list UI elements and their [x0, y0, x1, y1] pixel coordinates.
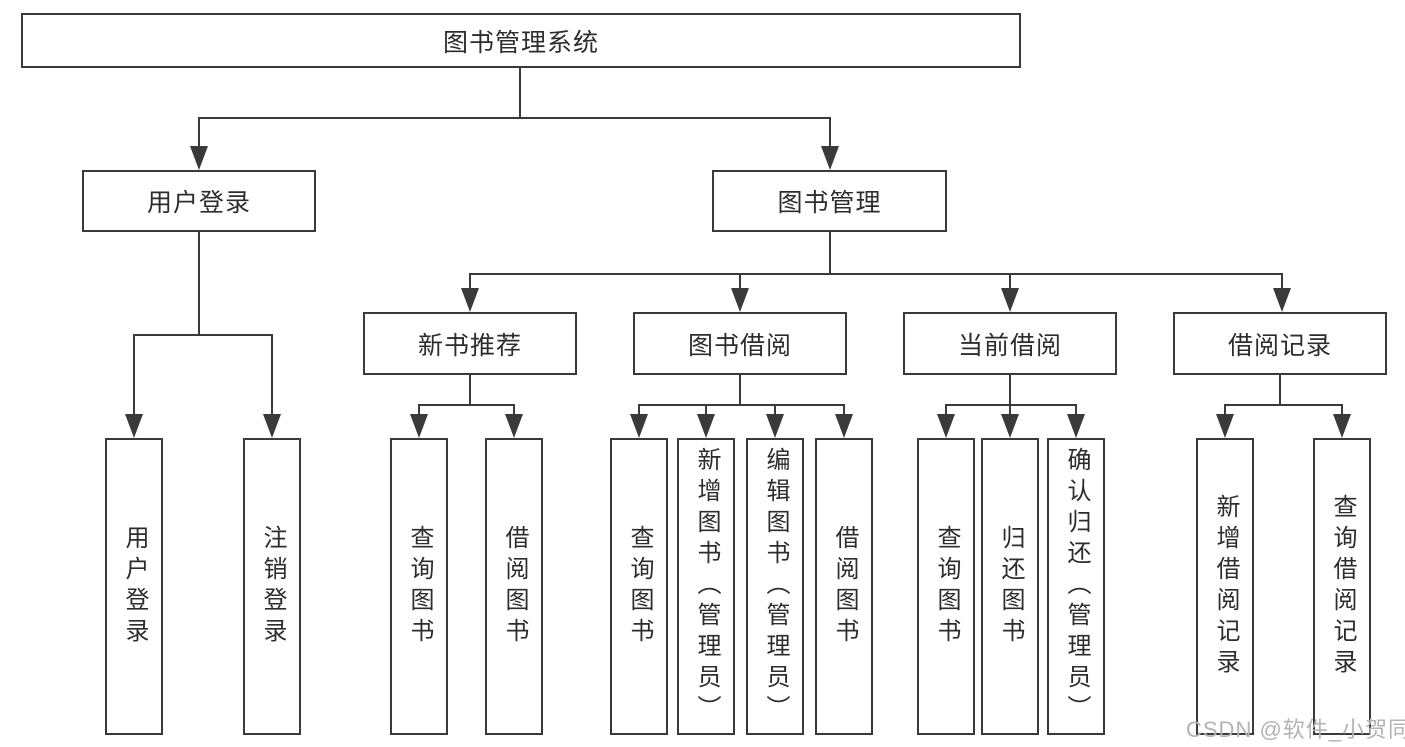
- node-current-borrowing: 当前借阅: [903, 312, 1117, 375]
- connector-stem-query-books-recommend: [418, 404, 420, 415]
- node-borrowing-records: 借阅记录: [1173, 312, 1387, 375]
- node-book-borrowing: 图书借阅: [633, 312, 847, 375]
- connector-stem-current-borrowing: [1009, 273, 1011, 290]
- connector-stem-book-management: [829, 117, 831, 148]
- node-leaf-add-borrow-record: 新增借阅记录: [1196, 438, 1254, 735]
- node-leaf-edit-books-admin-label: 编辑图书（管理员）: [762, 447, 789, 726]
- node-new-book-recommend: 新书推荐: [363, 312, 577, 375]
- node-user-login-label: 用户登录: [146, 189, 251, 217]
- arrowhead-add-books-admin: [697, 414, 715, 438]
- node-leaf-add-borrow-record-label: 新增借阅记录: [1212, 493, 1239, 680]
- connector-current-split: [945, 404, 1077, 406]
- connector-stem-add-borrow-record: [1224, 404, 1226, 415]
- connector-stem-edit-books-admin: [774, 404, 776, 415]
- connector-book-management-stem: [829, 232, 831, 275]
- arrowhead-user-login: [190, 146, 208, 170]
- node-leaf-confirm-return-admin-label: 确认归还（管理员）: [1063, 447, 1090, 726]
- node-leaf-query-books-borrowing: 查询图书: [610, 438, 668, 735]
- connector-records-split: [1224, 404, 1343, 406]
- connector-stem-user-login-leaf: [133, 334, 135, 415]
- arrowhead-borrowing-records: [1273, 288, 1291, 312]
- connector-stem-logout: [271, 334, 273, 415]
- node-leaf-add-books-admin-label: 新增图书（管理员）: [693, 447, 720, 726]
- connector-stem-query-books-current: [945, 404, 947, 415]
- connector-stem-borrow-books-borrowing: [843, 404, 845, 415]
- connector-recommend-stem: [469, 375, 471, 406]
- arrowhead-query-borrow-record: [1333, 414, 1351, 438]
- connector-records-stem: [1279, 375, 1281, 406]
- node-leaf-borrow-books-recommend-label: 借阅图书: [501, 524, 528, 649]
- node-book-borrowing-label: 图书借阅: [687, 331, 792, 360]
- arrowhead-book-management: [821, 146, 839, 170]
- node-leaf-logout-label: 注销登录: [259, 524, 286, 649]
- connector-stem-book-borrowing: [739, 273, 741, 290]
- arrowhead-logout: [263, 414, 281, 438]
- connector-stem-query-borrow-record: [1341, 404, 1343, 415]
- node-leaf-user-login-label: 用户登录: [121, 524, 148, 649]
- node-leaf-query-books-recommend: 查询图书: [390, 438, 448, 735]
- arrowhead-new-book-recommend: [461, 288, 479, 312]
- connector-root-split: [198, 117, 831, 119]
- connector-current-stem: [1009, 375, 1011, 406]
- connector-root-stem: [519, 68, 521, 118]
- arrowhead-borrow-books-recommend: [505, 414, 523, 438]
- node-leaf-query-books-recommend-label: 查询图书: [406, 524, 433, 649]
- connector-book-management-split: [469, 273, 1283, 275]
- arrowhead-query-books-current: [937, 414, 955, 438]
- node-leaf-query-borrow-record-label: 查询借阅记录: [1329, 493, 1356, 680]
- arrowhead-return-books: [1001, 414, 1019, 438]
- node-leaf-edit-books-admin: 编辑图书（管理员）: [746, 438, 804, 735]
- connector-borrowing-split: [638, 404, 845, 406]
- connector-stem-borrow-books-recommend: [513, 404, 515, 415]
- arrowhead-book-borrowing: [731, 288, 749, 312]
- node-user-login: 用户登录: [82, 170, 316, 232]
- arrowhead-query-books-recommend: [410, 414, 428, 438]
- node-book-management: 图书管理: [712, 170, 947, 232]
- connector-user-login-split: [133, 334, 273, 336]
- arrowhead-query-books-borrowing: [630, 414, 648, 438]
- connector-stem-new-book-recommend: [469, 273, 471, 290]
- node-leaf-query-borrow-record: 查询借阅记录: [1313, 438, 1371, 735]
- node-leaf-borrow-books-recommend: 借阅图书: [485, 438, 543, 735]
- arrowhead-edit-books-admin: [766, 414, 784, 438]
- node-leaf-query-books-current: 查询图书: [917, 438, 975, 735]
- node-leaf-user-login: 用户登录: [105, 438, 163, 735]
- connector-stem-user-login: [198, 117, 200, 148]
- connector-borrowing-stem: [739, 375, 741, 406]
- csdn-watermark: CSDN @软件_小贺同学: [1186, 717, 1405, 742]
- node-book-management-label: 图书管理: [777, 189, 882, 217]
- node-leaf-logout: 注销登录: [243, 438, 301, 735]
- arrowhead-confirm-return: [1067, 414, 1085, 438]
- arrowhead-borrow-books-borrowing: [835, 414, 853, 438]
- node-leaf-query-books-borrowing-label: 查询图书: [626, 524, 653, 649]
- node-leaf-add-books-admin: 新增图书（管理员）: [677, 438, 735, 735]
- node-borrowing-records-label: 借阅记录: [1227, 331, 1332, 360]
- node-leaf-confirm-return-admin: 确认归还（管理员）: [1047, 438, 1105, 735]
- node-leaf-return-books-label: 归还图书: [997, 524, 1024, 649]
- connector-stem-query-books-borrowing: [638, 404, 640, 415]
- connector-user-login-stem: [198, 232, 200, 335]
- connector-stem-confirm-return: [1075, 404, 1077, 415]
- connector-stem-add-books-admin: [705, 404, 707, 415]
- connector-stem-return-books: [1009, 404, 1011, 415]
- connector-recommend-split: [418, 404, 515, 406]
- connector-stem-borrowing-records: [1281, 273, 1283, 290]
- node-leaf-borrow-books-borrowing-label: 借阅图书: [831, 524, 858, 649]
- node-leaf-borrow-books-borrowing: 借阅图书: [815, 438, 873, 735]
- node-leaf-return-books: 归还图书: [981, 438, 1039, 735]
- node-root-label: 图书管理系统: [442, 28, 599, 57]
- arrowhead-current-borrowing: [1001, 288, 1019, 312]
- node-current-borrowing-label: 当前借阅: [957, 331, 1062, 360]
- node-root-library-system: 图书管理系统: [21, 13, 1021, 68]
- node-new-book-recommend-label: 新书推荐: [417, 331, 522, 360]
- node-leaf-query-books-current-label: 查询图书: [933, 524, 960, 649]
- arrowhead-user-login-leaf: [125, 414, 143, 438]
- arrowhead-add-borrow-record: [1216, 414, 1234, 438]
